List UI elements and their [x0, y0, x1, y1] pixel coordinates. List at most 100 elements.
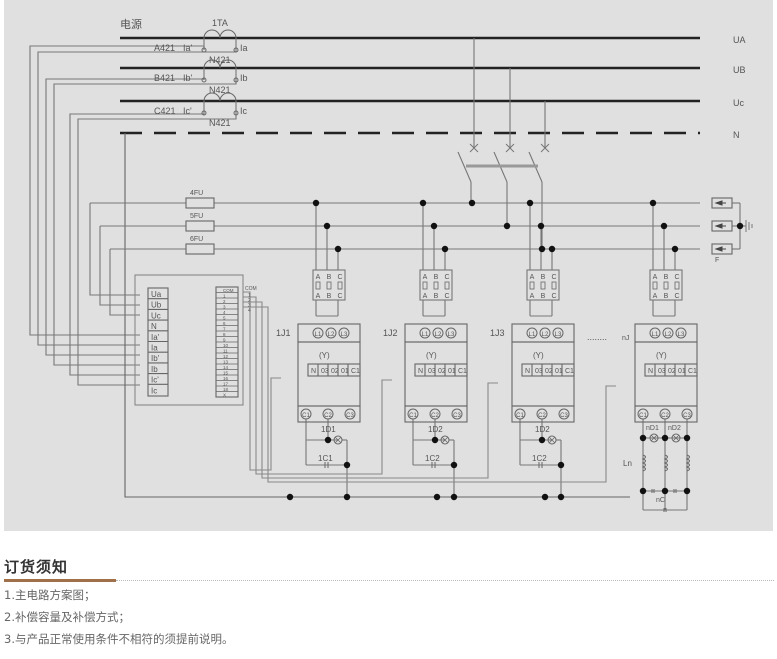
ct-lead-wire — [45, 78, 205, 356]
ct-in-label: Ia' — [183, 43, 193, 53]
junction-dot — [538, 436, 546, 444]
ct-lead-wire — [69, 113, 205, 376]
fuse-label: 5FU — [190, 213, 203, 220]
terminal-icon — [662, 327, 674, 339]
fuse-block-label: C — [337, 293, 342, 300]
capacitor-label: 1C1 — [318, 454, 333, 463]
junction-dot — [343, 493, 351, 501]
terminal-label: L1 — [652, 332, 659, 338]
terminal-label: L1 — [422, 332, 429, 338]
terminal-icon — [432, 327, 444, 339]
fuse-block-label: A — [316, 274, 321, 281]
fuse-element-icon — [551, 281, 557, 290]
fuse-block-label: C — [674, 293, 679, 300]
ct-out-label: Ia — [240, 43, 248, 53]
order-notice: 订货须知 1.主电路方案图； 2.补偿容量及补偿方式； 3.与产品正常使用条件不… — [4, 556, 774, 649]
terminal-icon — [552, 327, 564, 339]
reactor-coil-icon — [663, 454, 668, 472]
bus-label: UA — [733, 35, 746, 45]
fuse-block-label: A — [316, 293, 321, 300]
fuse-block-label: B — [327, 293, 332, 300]
control-wire — [243, 291, 281, 471]
junction-dot — [450, 461, 458, 469]
capacitor-icon — [324, 462, 329, 468]
terminal-icon — [659, 408, 671, 420]
bus-label: N — [733, 130, 740, 140]
fuse-element-icon — [663, 281, 669, 290]
junction-dot — [548, 245, 556, 253]
junction-dot — [671, 245, 679, 253]
controller-input-block — [147, 287, 169, 397]
lamp-label: nD2 — [668, 425, 681, 432]
control-wire — [243, 306, 616, 483]
neutral-label: N421 — [209, 55, 231, 65]
notice-item: 3.与产品正常使用条件不相符的须提前说明。 — [4, 632, 234, 646]
contactor-bottom — [404, 405, 468, 423]
junction-dot — [557, 493, 565, 501]
ct-terminal — [233, 77, 239, 83]
terminal-label: C2 — [431, 413, 439, 419]
capacitor-icon — [431, 462, 436, 468]
contactor-pin-label: N — [525, 368, 530, 375]
controller-output-label: 4 — [223, 310, 226, 315]
control-wire — [243, 301, 498, 479]
notice-item: 1.主电路方案图； — [4, 588, 96, 602]
lamp-label: 1D2 — [535, 425, 550, 434]
fuse-block-label: B — [541, 274, 546, 281]
lamp-cross-icon — [548, 436, 556, 444]
terminal-icon — [419, 327, 431, 339]
ct-lead-wire — [37, 50, 237, 346]
contactor-pin-label: 01 — [555, 368, 563, 375]
ct-lead-wire — [53, 80, 237, 366]
fuse-label: 6FU — [190, 236, 203, 243]
fuse-element-icon — [444, 281, 450, 290]
controller-output-label: 7 — [223, 327, 226, 332]
wire-label: A421 — [154, 43, 175, 53]
junction-dot — [450, 493, 458, 501]
capacitor-label: nC — [656, 497, 665, 504]
fuse-block-label: C — [337, 274, 342, 281]
notice-list: 1.主电路方案图； 2.补偿容量及补偿方式； 3.与产品正常使用条件不相符的须提… — [4, 585, 774, 649]
bus-label: UB — [733, 65, 746, 75]
controller-output-label: COM — [223, 288, 234, 293]
junction-dot — [334, 245, 342, 253]
controller-output-label: 9 — [223, 338, 226, 343]
junction-dot — [503, 222, 511, 230]
junction-dot — [683, 487, 691, 495]
ellipsis-label: ........ — [587, 332, 607, 342]
fuse-block — [419, 269, 453, 301]
controller-input-label: Ia — [151, 344, 158, 353]
contactor-type-label: (Y) — [426, 351, 437, 360]
ct-coil-icon — [203, 59, 237, 69]
contactor-pin-label: C1 — [688, 368, 697, 375]
controller-output-label: 8 — [223, 332, 226, 337]
reactor-coil-icon — [641, 454, 646, 472]
junction-dot — [639, 487, 647, 495]
ct-coil-icon — [203, 29, 237, 39]
ground-icon — [745, 220, 753, 232]
junction-dot — [419, 199, 427, 207]
contactor-pin-label: 03 — [428, 368, 436, 375]
reactor-coil-icon — [685, 454, 690, 472]
junction-dot — [343, 461, 351, 469]
controller-output-label: 10 — [223, 343, 229, 348]
terminal-icon — [325, 327, 337, 339]
fuse-label: 4FU — [190, 190, 203, 197]
terminal-label: C2 — [324, 413, 332, 419]
junction-dot — [649, 199, 657, 207]
fuse-block-label: A — [423, 274, 428, 281]
switch-contact-icon — [505, 143, 515, 153]
lamp-cross-icon — [441, 436, 449, 444]
lamp-icon — [649, 433, 659, 443]
contactor-bottom — [297, 405, 361, 423]
terminal-icon — [637, 408, 649, 420]
terminal-icon — [344, 408, 356, 420]
terminal-label: C3 — [560, 413, 568, 419]
contactor-pin-label: 01 — [448, 368, 456, 375]
fuse-element-icon — [337, 281, 343, 290]
controller-output-label: 5 — [223, 316, 226, 321]
controller-output-label: 17 — [223, 382, 229, 387]
terminal-label: L3 — [678, 332, 685, 338]
controller-output-block — [215, 286, 239, 398]
contactor-id-label: 1J3 — [490, 328, 505, 338]
